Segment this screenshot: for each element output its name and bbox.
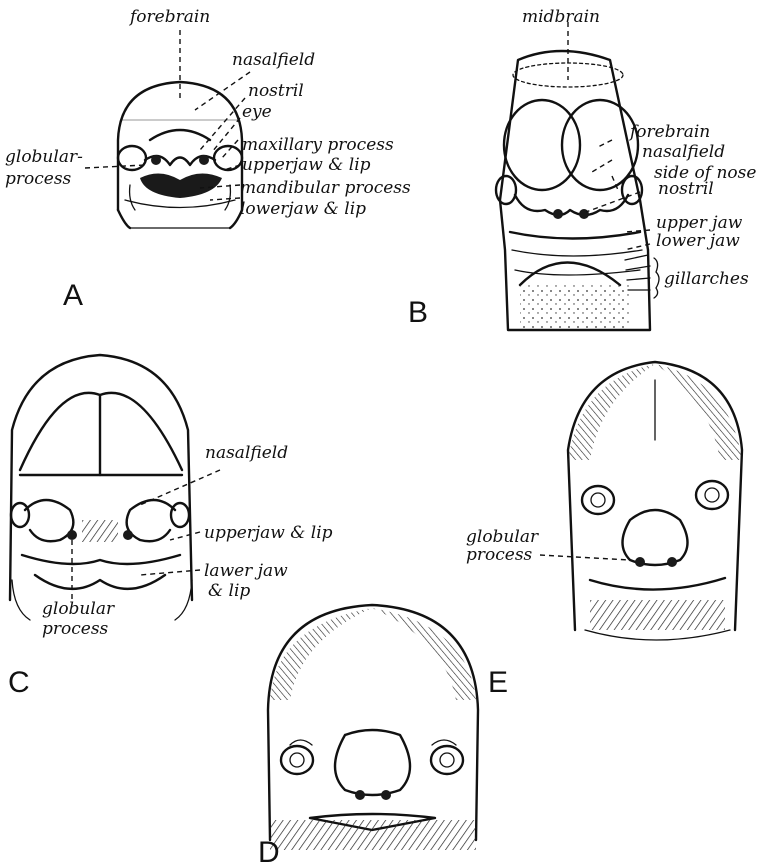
label-c-process: process [42, 619, 109, 639]
label-c-lowerjaw1: lawer jaw [204, 561, 288, 581]
label-a-nostril: nostril [248, 81, 304, 101]
label-a-maxillary: maxillary process [242, 135, 394, 155]
label-a-mandibular: mandibular process [240, 178, 411, 198]
panel-a-drawing [85, 30, 250, 228]
label-b-lowerjaw: lower jaw [656, 231, 740, 251]
panel-c-letter: C [8, 666, 30, 699]
panel-c-drawing [10, 355, 220, 620]
label-b-nostril: nostril [658, 179, 714, 199]
label-a-lowerjaw: lowerjaw & lip [240, 199, 366, 219]
panel-e-drawing [540, 362, 742, 640]
panel-d-drawing [268, 605, 478, 850]
label-c-lowerjaw2: & lip [208, 581, 250, 601]
label-c-upperjaw: upperjaw & lip [204, 523, 333, 543]
label-b-midbrain: midbrain [522, 7, 600, 27]
panel-b-drawing [496, 22, 650, 330]
label-a-nasalfield: nasalfield [232, 50, 315, 70]
label-c-nasalfield: nasalfield [205, 443, 288, 463]
label-a-eye: eye [242, 102, 272, 122]
panel-a: forebrain nasalfield nostril eye globula… [5, 7, 411, 312]
panel-e-letter: E [488, 666, 508, 699]
label-a-forebrain: forebrain [128, 7, 210, 27]
label-b-gillarches: gillarches [664, 269, 749, 289]
label-a-process: process [5, 169, 72, 189]
label-e-globular: globular [466, 527, 539, 547]
panel-b: midbrain forebrain nasalfield side of no… [408, 7, 756, 330]
panel-e: globular process E [466, 362, 742, 699]
brace-b-gillarches [654, 258, 659, 298]
label-b-forebrain: forebrain [628, 122, 710, 142]
label-e-process: process [466, 545, 533, 565]
label-a-upperjaw: upperjaw & lip [242, 155, 371, 175]
label-c-globular: globular [42, 599, 115, 619]
panel-a-letter: A [63, 279, 83, 312]
panel-d-letter: D [258, 836, 280, 864]
panel-d: D [258, 605, 478, 864]
label-b-nasalfield: nasalfield [642, 142, 725, 162]
panel-b-letter: B [408, 296, 428, 329]
label-a-globular: globular- [5, 147, 83, 167]
label-b-upperjaw: upper jaw [656, 213, 743, 233]
